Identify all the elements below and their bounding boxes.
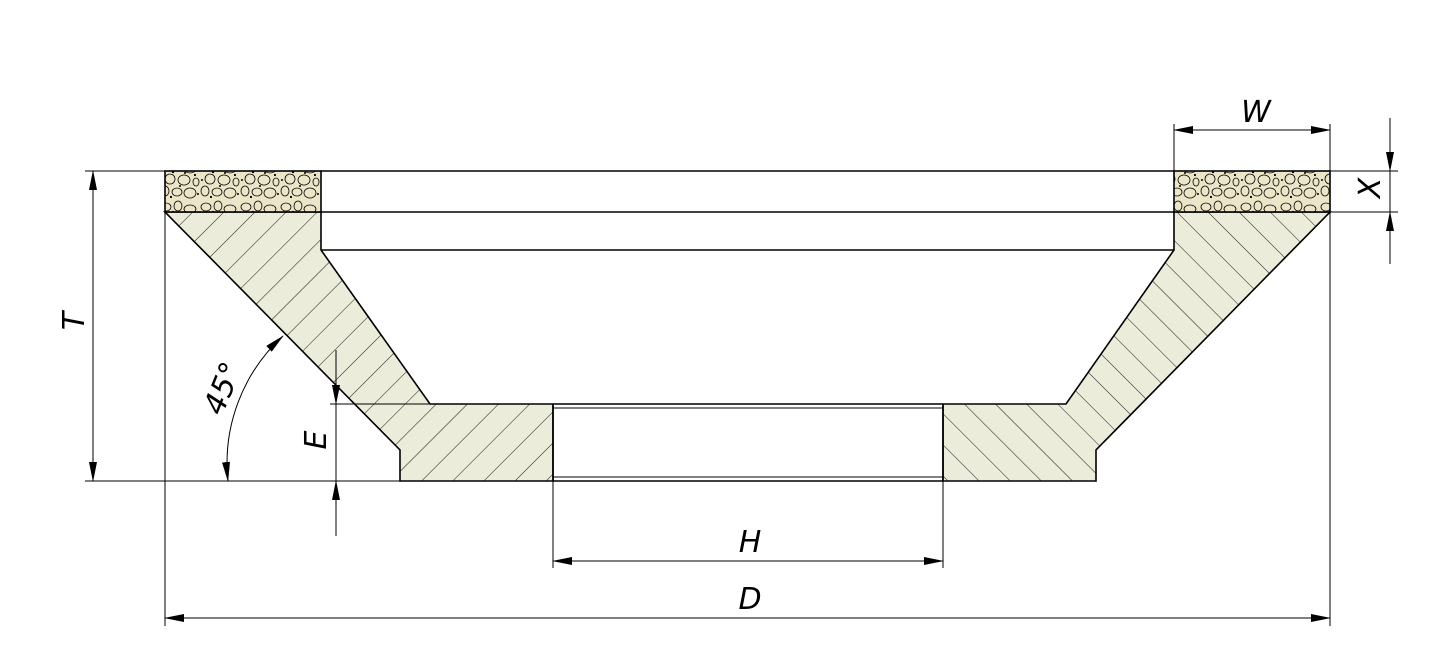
dimension-e: E <box>299 350 430 536</box>
right-body-section <box>942 211 1332 482</box>
left-body-section <box>163 211 554 482</box>
label-t: T <box>57 309 92 330</box>
label-w: W <box>1241 95 1272 130</box>
label-e: E <box>299 430 334 449</box>
left-abrasive-layer <box>164 170 322 213</box>
dimension-d: D <box>164 212 1331 626</box>
label-h: H <box>739 525 762 560</box>
dimension-x: X <box>1330 118 1398 264</box>
label-d: D <box>738 582 761 617</box>
dimension-w: W <box>1173 95 1331 212</box>
label-angle: 45° <box>197 357 249 419</box>
label-x: X <box>1353 176 1388 200</box>
inner-edges <box>321 170 1174 482</box>
dimension-angle: 45° <box>197 335 284 482</box>
dimension-h: H <box>552 481 944 568</box>
right-abrasive-layer <box>1173 170 1331 213</box>
